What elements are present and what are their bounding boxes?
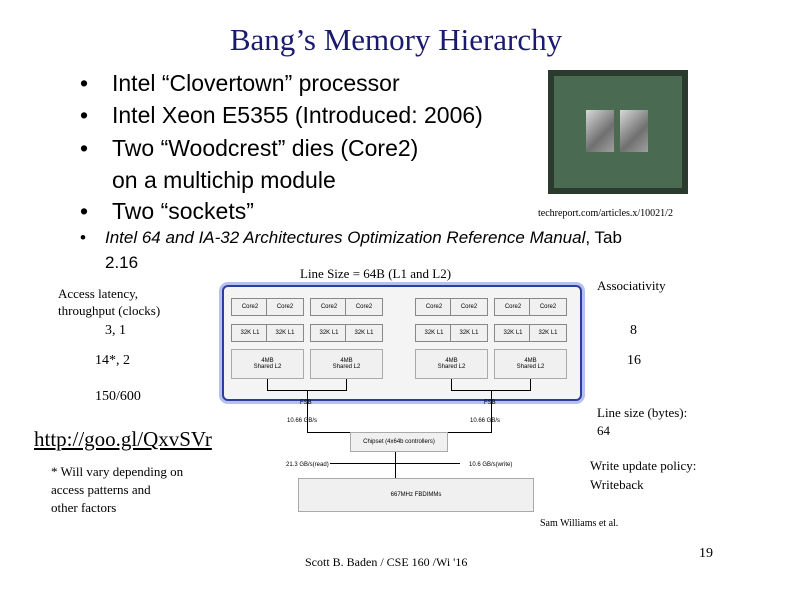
l2-connector (267, 379, 268, 390)
bullet-text: Intel “Clovertown” processor (112, 70, 400, 97)
l1-cache-box: 32K L1 (529, 324, 567, 342)
page-number: 19 (699, 546, 713, 562)
core-box: Core2 (494, 298, 532, 316)
l1-cache-box: 32K L1 (345, 324, 383, 342)
associativity-label: Associativity (597, 278, 666, 294)
fsb-link (307, 390, 308, 432)
associativity-l2: 16 (627, 353, 641, 369)
latency-label: Access latency, (58, 286, 138, 302)
fsb-label: FSB (300, 400, 312, 406)
processor-die-right (620, 110, 648, 152)
associativity-l1: 8 (630, 323, 637, 339)
reference-title: Intel 64 and IA-32 Architectures Optimiz… (105, 228, 585, 247)
l1-cache-box: 32K L1 (450, 324, 488, 342)
reference-table-number: 2.16 (105, 253, 138, 273)
core-box: Core2 (415, 298, 453, 316)
l1-cache-box: 32K L1 (231, 324, 269, 342)
l1-cache-box: 32K L1 (494, 324, 532, 342)
l2-label: Shared L2 (254, 364, 282, 370)
core-box: Core2 (310, 298, 348, 316)
l2-label: Shared L2 (333, 364, 361, 370)
core-box: Core2 (450, 298, 488, 316)
l2-connector (346, 379, 347, 390)
write-policy-label: Write update policy: (590, 458, 696, 474)
reference-tail: , Tab (585, 228, 622, 247)
fsb-bandwidth: 10.66 GB/s (287, 418, 317, 424)
read-bandwidth: 21.3 GB/s(read) (286, 462, 329, 468)
latency-l1: 3, 1 (105, 323, 126, 339)
l1-cache-box: 32K L1 (415, 324, 453, 342)
l2-label: Shared L2 (438, 364, 466, 370)
footnote-line-1: * Will vary depending on (51, 464, 183, 480)
core-box: Core2 (345, 298, 383, 316)
latency-l2: 14*, 2 (95, 353, 130, 369)
line-size-bytes-label: Line size (bytes): (597, 405, 687, 421)
bullet-dot-icon: • (80, 70, 88, 97)
memory-bus (330, 463, 460, 464)
processor-die-left (586, 110, 614, 152)
bullet-text: Intel Xeon E5355 (Introduced: 2006) (112, 102, 483, 129)
l1-cache-box: 32K L1 (310, 324, 348, 342)
core-box: Core2 (231, 298, 269, 316)
core-box: Core2 (529, 298, 567, 316)
photo-credit: techreport.com/articles.x/10021/2 (538, 208, 673, 219)
fsb-link (448, 432, 492, 433)
line-size-bytes-value: 64 (597, 423, 610, 439)
page-title: Bang’s Memory Hierarchy (0, 22, 792, 58)
fsb-label: FSB (484, 400, 496, 406)
memory-link (395, 452, 396, 478)
processor-package (554, 76, 682, 188)
bullet-text: Two “Woodcrest” dies (Core2) (112, 135, 418, 162)
write-bandwidth: 10.6 GB/s(write) (469, 462, 512, 468)
bullet-dot-icon: • (80, 228, 86, 248)
l2-connector (530, 379, 531, 390)
latency-memory: 150/600 (95, 389, 141, 405)
reference-text: Intel 64 and IA-32 Architectures Optimiz… (105, 228, 622, 248)
bullet-3-continued: on a multichip module (112, 167, 336, 194)
fsb-link (491, 390, 492, 432)
short-link[interactable]: http://goo.gl/QxvSVr (34, 427, 212, 452)
line-size-label: Line Size = 64B (L1 and L2) (300, 266, 451, 282)
l2-connector (451, 379, 452, 390)
l2-label: Shared L2 (517, 364, 545, 370)
throughput-label: throughput (clocks) (58, 303, 160, 319)
bullet-dot-icon: • (80, 198, 88, 225)
write-policy-value: Writeback (590, 477, 644, 493)
bullet-text: Two “sockets” (112, 198, 254, 225)
fsb-bandwidth: 10.66 GB/s (470, 418, 500, 424)
slide-footer: Scott B. Baden / CSE 160 /Wi '16 (305, 555, 467, 570)
l1-cache-box: 32K L1 (266, 324, 304, 342)
diagram-credit: Sam Williams et al. (540, 518, 618, 529)
fbdimm-box: 667MHz FBDIMMs (298, 478, 534, 512)
footnote-line-3: other factors (51, 500, 116, 516)
fsb-link (307, 432, 350, 433)
bullet-dot-icon: • (80, 102, 88, 129)
chipset-box: Chipset (4x64b controllers) (350, 432, 448, 452)
core-box: Core2 (266, 298, 304, 316)
bullet-dot-icon: • (80, 135, 88, 162)
footnote-line-2: access patterns and (51, 482, 151, 498)
processor-photo (548, 70, 688, 194)
